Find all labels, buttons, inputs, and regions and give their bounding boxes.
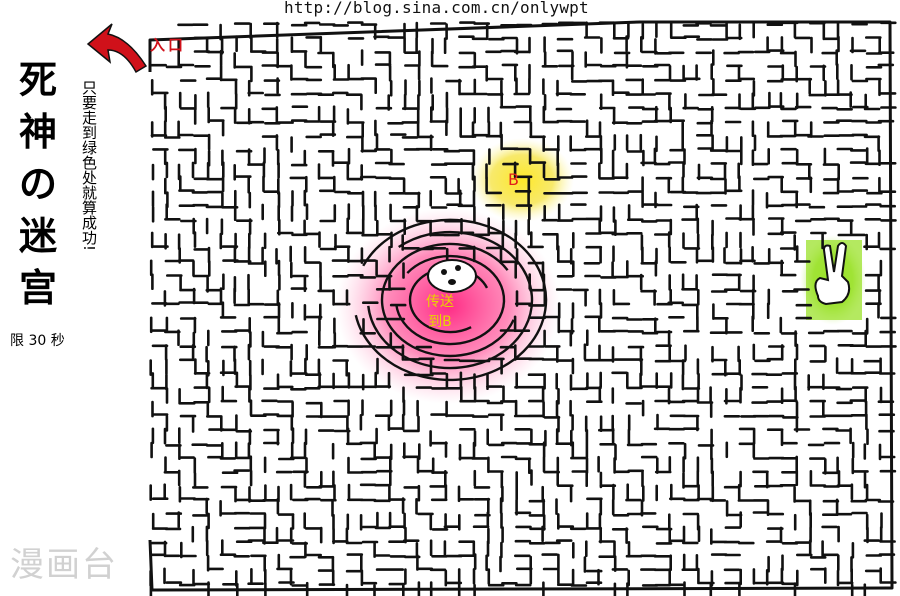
maze-title: 死 神 の 迷 宫 — [14, 54, 62, 314]
time-limit: 限 30 秒 — [10, 333, 65, 349]
title-char: 迷 — [18, 213, 57, 258]
teleport-label-line1: 传送 — [426, 294, 454, 310]
title-char: 死 — [18, 57, 57, 102]
watermark-logo: 漫画台 — [10, 545, 118, 585]
b-zone-glow — [470, 138, 574, 222]
vortex-ring — [380, 242, 515, 358]
ghost-mouth — [448, 279, 456, 285]
entrance-arrow-icon — [86, 23, 148, 74]
b-zone-label: B — [508, 170, 519, 189]
ghost-eye-left — [441, 269, 447, 275]
vortex-ring — [354, 218, 548, 382]
entrance-label: 入口 — [150, 36, 187, 54]
vortex-ring — [395, 254, 506, 346]
title-char: の — [18, 161, 57, 206]
victory-hand-icon — [814, 242, 851, 306]
vortex-ring — [367, 230, 534, 370]
title-char: 神 — [18, 109, 57, 154]
title-char: 宫 — [18, 265, 57, 310]
teleport-label: 传送 到B — [414, 292, 466, 332]
teleport-label-line2: 到B — [428, 314, 452, 330]
maze-wall-segments — [149, 21, 897, 596]
maze-walls — [149, 21, 897, 596]
blog-url[interactable]: http://blog.sina.com.cn/onlywpt — [284, 0, 589, 17]
hint-text: 只要走到绿色处就算成功! — [80, 80, 98, 252]
teleport-zone-glow — [336, 208, 560, 404]
teleport-vortex — [354, 218, 548, 382]
ghost-eye-right — [455, 265, 461, 271]
ghost-face-icon — [427, 259, 477, 293]
